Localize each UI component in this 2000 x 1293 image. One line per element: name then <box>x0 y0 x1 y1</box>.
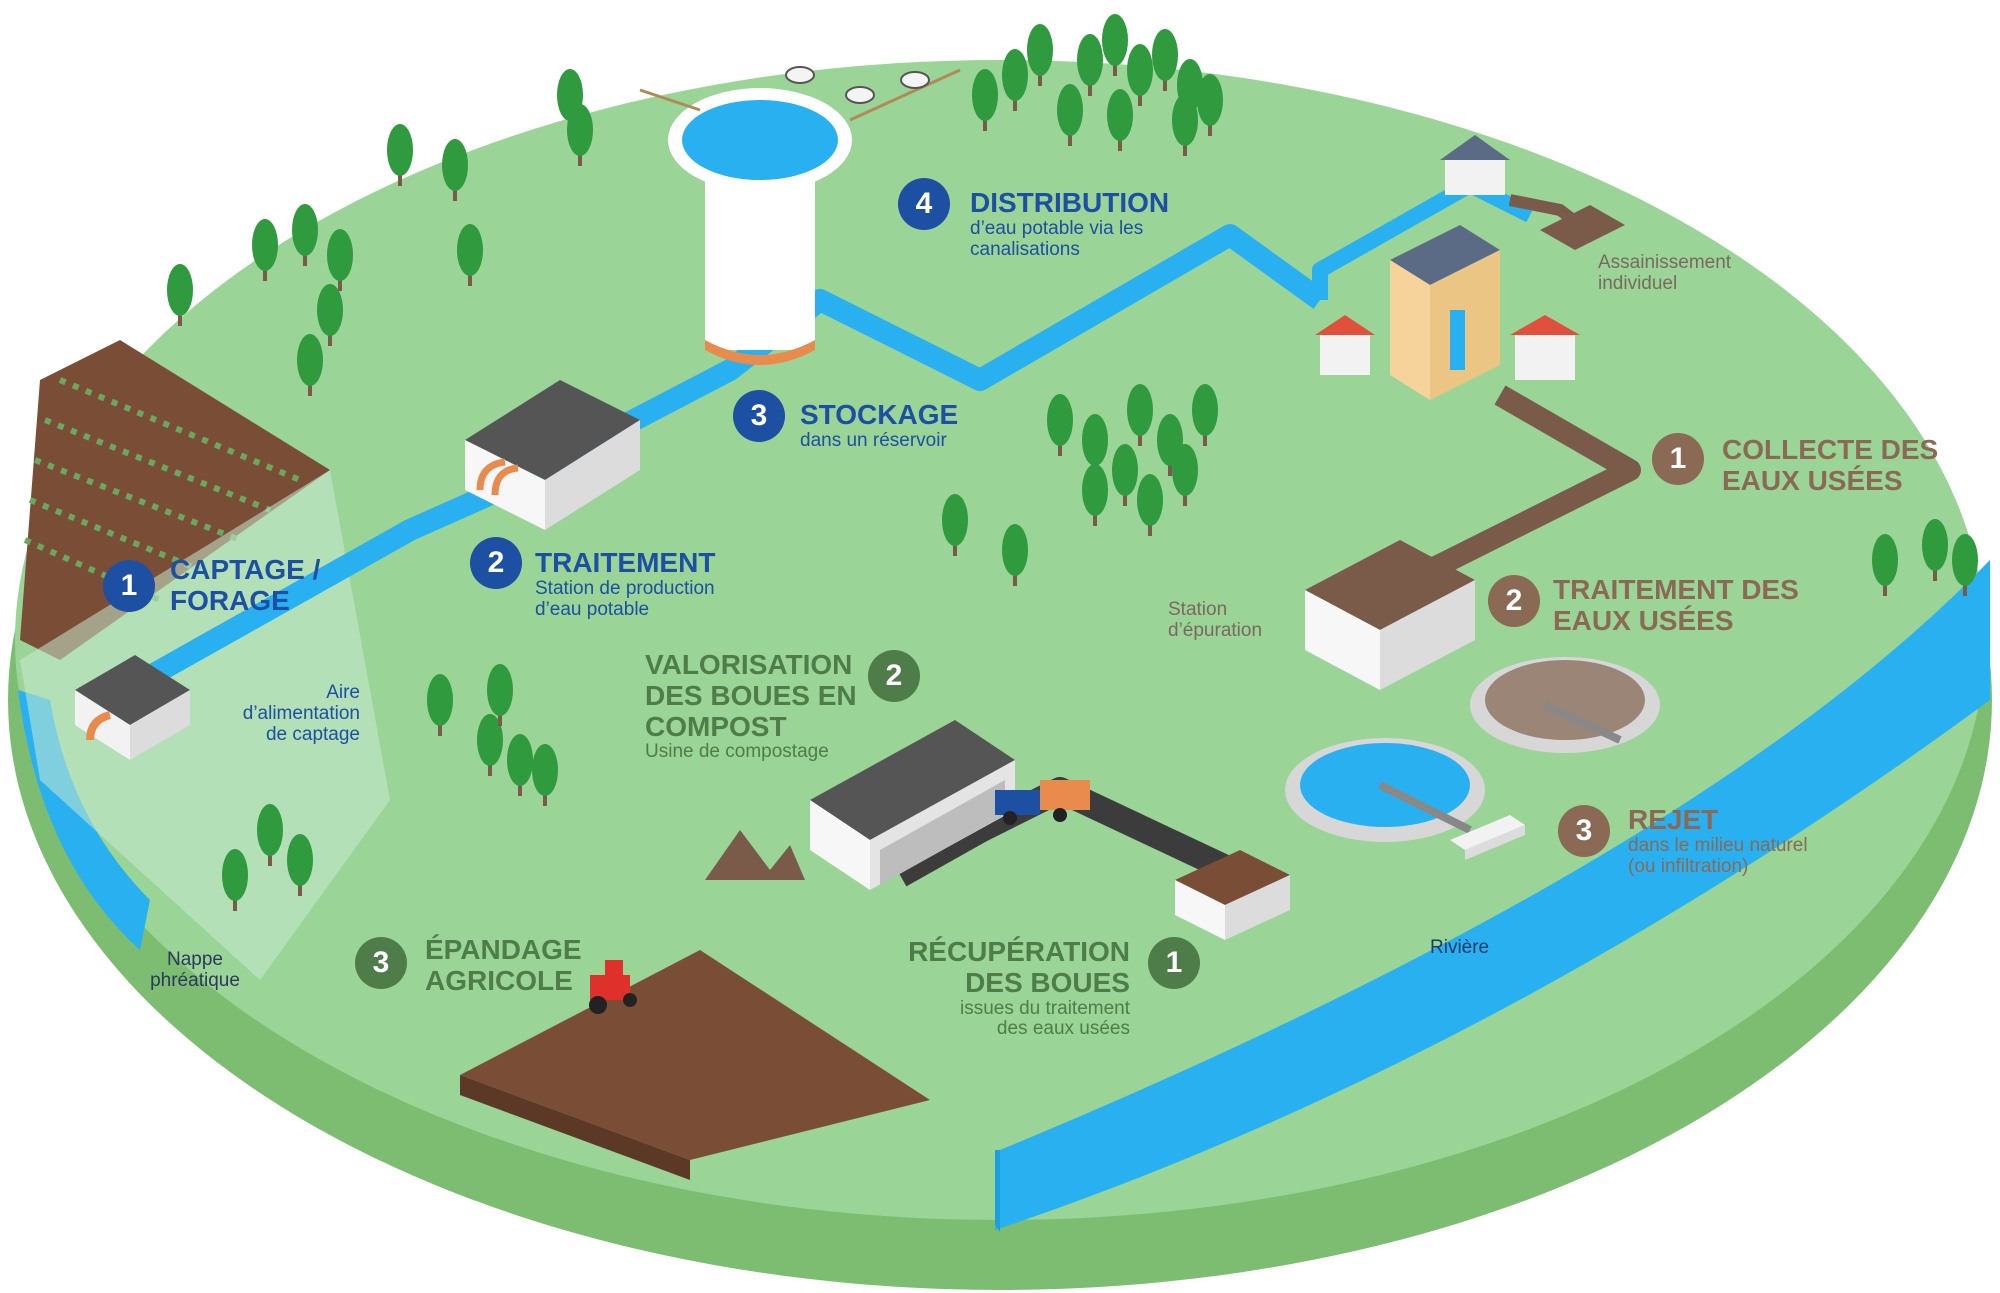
river-side <box>995 1150 1000 1232</box>
traitement-eaux-badge: 2 <box>1488 575 1540 627</box>
valorisation-badge: 2 <box>868 650 920 702</box>
tree <box>252 219 278 281</box>
traitement-badge: 2 <box>470 537 522 589</box>
crop-field <box>20 340 330 660</box>
tree <box>1127 44 1153 106</box>
wastewater-pipe <box>1415 385 1641 585</box>
tree <box>1172 94 1198 156</box>
tree <box>532 744 558 806</box>
pasture-fence <box>639 68 961 122</box>
tree <box>1077 34 1103 96</box>
valorisation-label: VALORISATION DES BOUES EN COMPOST Usine … <box>645 649 857 763</box>
traitement-eaux-title: TRAITEMENT DES EAUX USÉES <box>1553 574 1799 636</box>
tree <box>222 849 248 911</box>
clarifier-1 <box>1470 657 1660 753</box>
captage-title: CAPTAGE / FORAGE <box>170 554 321 616</box>
distribution-label: DISTRIBUTION d’eau potable via les canal… <box>970 187 1170 260</box>
nappe-note: Nappe phréatique <box>150 949 240 991</box>
trees <box>167 14 1978 911</box>
collecte-badge: 1 <box>1652 433 1704 485</box>
tree <box>442 139 468 201</box>
stockage-badge: 3 <box>733 390 785 442</box>
tree <box>487 664 513 726</box>
tree <box>297 334 323 396</box>
tractor <box>589 960 637 1014</box>
tree <box>1002 524 1028 586</box>
tree <box>1057 84 1083 146</box>
septic-tank <box>1540 205 1625 250</box>
epandage-title: ÉPANDAGE AGRICOLE <box>425 934 582 996</box>
tree <box>427 674 453 736</box>
tree <box>1027 24 1053 86</box>
compost-plant <box>810 720 1015 890</box>
drinking-treatment-plant <box>465 380 640 530</box>
individual-house <box>1440 135 1510 195</box>
cows <box>785 66 930 104</box>
traitement-label: TRAITEMENT Station de production d’eau p… <box>535 547 716 620</box>
tree <box>257 804 283 866</box>
tree <box>387 124 413 186</box>
stockage-label: STOCKAGE dans un réservoir <box>800 399 959 451</box>
distribution-badge: 4 <box>898 178 950 230</box>
tree <box>1002 49 1028 111</box>
tree <box>1127 384 1153 446</box>
tree <box>477 714 503 776</box>
tree <box>507 734 533 796</box>
water-tower <box>668 88 852 365</box>
station-note: Station d’épuration <box>1168 599 1263 641</box>
tree <box>287 834 313 896</box>
tree <box>1922 519 1948 581</box>
tree <box>1152 29 1178 91</box>
tree <box>317 284 343 346</box>
tree <box>1137 474 1163 536</box>
tree <box>567 104 593 166</box>
truck <box>995 780 1090 825</box>
tree <box>972 69 998 131</box>
epandage-badge: 3 <box>355 937 407 989</box>
tree <box>1107 89 1133 151</box>
assainissement-note: Assainissement individuel <box>1598 252 1732 294</box>
recuperation-label: RÉCUPÉRATION DES BOUES issues du traitem… <box>908 936 1130 1040</box>
collecte-title: COLLECTE DES EAUX USÉES <box>1722 434 1939 496</box>
tree <box>292 204 318 266</box>
tree <box>1102 14 1128 76</box>
captage-badge: 1 <box>103 560 155 612</box>
tree <box>1192 384 1218 446</box>
river <box>995 560 1990 1230</box>
captage-building <box>75 655 190 760</box>
tree <box>942 494 968 556</box>
tree <box>327 229 353 291</box>
tree <box>1047 394 1073 456</box>
house-right <box>1510 315 1580 380</box>
wastewater-treatment-building <box>1305 540 1475 690</box>
rejet-label: REJET dans le milieu naturel (ou infiltr… <box>1628 804 1808 877</box>
tree <box>1952 534 1978 596</box>
aire-note: Aire d’alimentation de captage <box>242 682 360 745</box>
compost-pile <box>705 830 805 880</box>
riviere-note: Rivière <box>1430 937 1490 958</box>
outfall <box>1450 815 1525 860</box>
house-left <box>1315 315 1375 375</box>
sludge-recovery-building <box>1175 850 1290 940</box>
tree <box>457 224 483 286</box>
distribution-branch <box>1312 177 1534 300</box>
tree <box>1112 444 1138 506</box>
tree <box>1872 534 1898 596</box>
tree <box>1082 464 1108 526</box>
tree <box>1197 74 1223 136</box>
crop-rows <box>23 377 302 603</box>
apartment-building <box>1390 225 1500 400</box>
rejet-badge: 3 <box>1558 805 1610 857</box>
tree <box>1172 444 1198 506</box>
agricultural-plot <box>460 950 930 1180</box>
clarifier-2 <box>1285 738 1485 842</box>
tree <box>167 264 193 326</box>
recuperation-badge: 1 <box>1148 937 1200 989</box>
